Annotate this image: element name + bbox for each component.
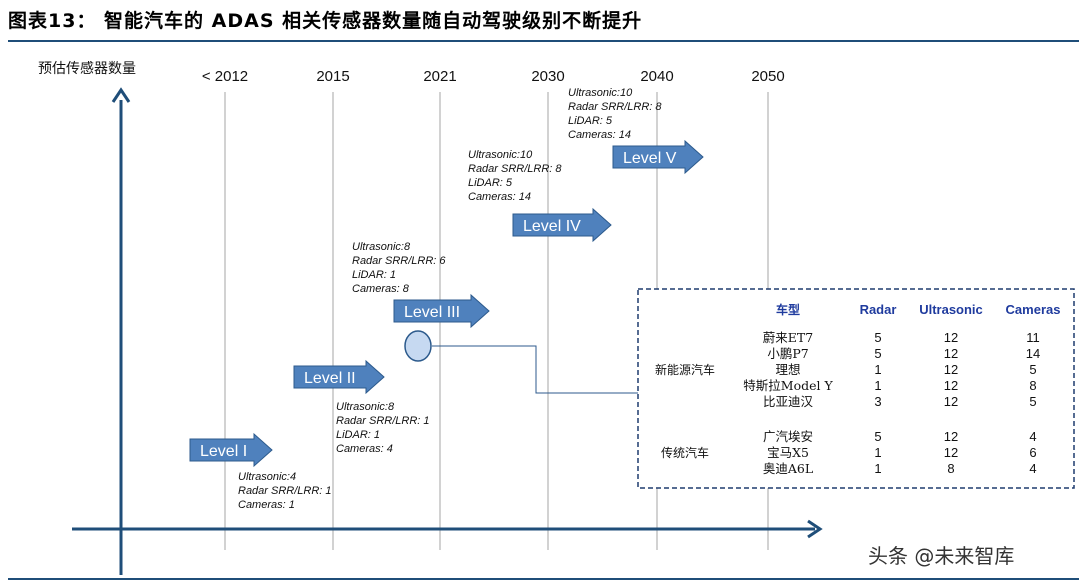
table-cell-model: 蔚来ET7 <box>763 330 813 345</box>
table-cell-radar: 1 <box>874 362 881 377</box>
table-cell-radar: 5 <box>874 330 881 345</box>
level-label: Level I <box>200 443 247 460</box>
level-label: Level II <box>304 370 356 387</box>
sensor-spec-text: LiDAR: 5 <box>468 177 513 189</box>
table-cell-ultrasonic: 12 <box>944 445 958 460</box>
marker-circle <box>404 330 432 362</box>
sensor-spec-text: Cameras: 8 <box>352 283 410 295</box>
year-label: < 2012 <box>202 68 248 85</box>
table-group-label: 新能源汽车 <box>655 362 715 377</box>
table-cell-model: 理想 <box>775 362 800 377</box>
table-cell-radar: 1 <box>874 378 881 393</box>
sensor-spec-text: Radar SRR/LRR: 8 <box>568 101 662 113</box>
sensor-spec-text: Cameras: 4 <box>336 443 393 455</box>
level-arrow <box>189 432 273 468</box>
y-axis-label: 预估传感器数量 <box>38 60 136 77</box>
table-cell-ultrasonic: 12 <box>944 362 958 377</box>
sensor-spec-text: LiDAR: 1 <box>336 429 380 441</box>
table-header: 车型 <box>776 302 800 317</box>
table-cell-ultrasonic: 12 <box>944 346 958 361</box>
sensor-spec-text: Cameras: 14 <box>468 191 531 203</box>
table-cell-model: 小鹏P7 <box>767 346 808 361</box>
table-cell-ultrasonic: 12 <box>944 330 958 345</box>
sensor-spec-text: Radar SRR/LRR: 1 <box>238 485 332 497</box>
sensor-spec-text: Ultrasonic:8 <box>336 401 395 413</box>
table-cell-model: 宝马X5 <box>767 445 809 460</box>
table-cell-ultrasonic: 12 <box>944 378 958 393</box>
table-cell-radar: 1 <box>874 461 881 476</box>
table-cell-cameras: 11 <box>1026 330 1040 345</box>
level-arrow <box>293 359 385 395</box>
table-cell-model: 特斯拉Model Y <box>743 378 833 393</box>
sensor-spec-text: Ultrasonic:10 <box>468 149 533 161</box>
table-cell-cameras: 14 <box>1026 346 1040 361</box>
watermark: 头条 @未来智库 <box>868 544 1015 568</box>
year-label: 2015 <box>316 68 349 85</box>
table-header: Ultrasonic <box>919 302 983 317</box>
sensor-spec-text: Ultrasonic:4 <box>238 471 296 483</box>
table-cell-model: 奥迪A6L <box>763 461 813 476</box>
year-label: 2050 <box>751 68 784 85</box>
sensor-table-frame <box>637 288 1075 489</box>
table-cell-cameras: 5 <box>1029 394 1036 409</box>
table-group-label: 传统汽车 <box>661 445 709 460</box>
table-cell-model: 比亚迪汉 <box>763 394 814 409</box>
table-cell-radar: 3 <box>874 394 881 409</box>
connector-line <box>432 345 638 394</box>
year-label: 2040 <box>640 68 673 85</box>
sensor-spec-text: Radar SRR/LRR: 6 <box>352 255 446 267</box>
table-cell-cameras: 4 <box>1029 429 1036 444</box>
table-cell-radar: 5 <box>874 429 881 444</box>
table-cell-cameras: 6 <box>1029 445 1036 460</box>
sensor-spec-text: Cameras: 1 <box>238 499 295 511</box>
level-arrow <box>512 207 612 243</box>
table-cell-model: 广汽埃安 <box>763 429 813 444</box>
table-cell-cameras: 8 <box>1029 378 1036 393</box>
level-label: Level IV <box>523 218 581 235</box>
level-label: Level III <box>404 304 460 321</box>
table-cell-ultrasonic: 12 <box>944 429 958 444</box>
sensor-spec-text: Ultrasonic:8 <box>352 241 411 253</box>
y-axis-arrowhead <box>111 87 131 103</box>
sensor-spec-text: Ultrasonic:10 <box>568 87 633 99</box>
level-arrow <box>612 139 704 175</box>
year-label: 2030 <box>531 68 564 85</box>
table-header: Radar <box>860 302 897 317</box>
year-label: 2021 <box>423 68 456 85</box>
table-cell-radar: 1 <box>874 445 881 460</box>
x-axis-arrowhead <box>807 519 823 539</box>
level-label: Level V <box>623 150 677 167</box>
table-cell-radar: 5 <box>874 346 881 361</box>
sensor-spec-text: Radar SRR/LRR: 1 <box>336 415 430 427</box>
title-rule <box>8 40 1079 42</box>
level-arrow <box>393 293 490 329</box>
sensor-spec-text: LiDAR: 5 <box>568 115 613 127</box>
bottom-rule <box>8 578 1079 580</box>
table-cell-cameras: 5 <box>1029 362 1036 377</box>
sensor-spec-text: LiDAR: 1 <box>352 269 396 281</box>
table-cell-ultrasonic: 8 <box>947 461 954 476</box>
sensor-spec-text: Radar SRR/LRR: 8 <box>468 163 562 175</box>
table-cell-cameras: 4 <box>1029 461 1036 476</box>
figure-title: 图表13： 智能汽车的 ADAS 相关传感器数量随自动驾驶级别不断提升 <box>8 10 643 32</box>
table-cell-ultrasonic: 12 <box>944 394 958 409</box>
table-header: Cameras <box>1006 302 1061 317</box>
sensor-spec-text: Cameras: 14 <box>568 129 631 141</box>
